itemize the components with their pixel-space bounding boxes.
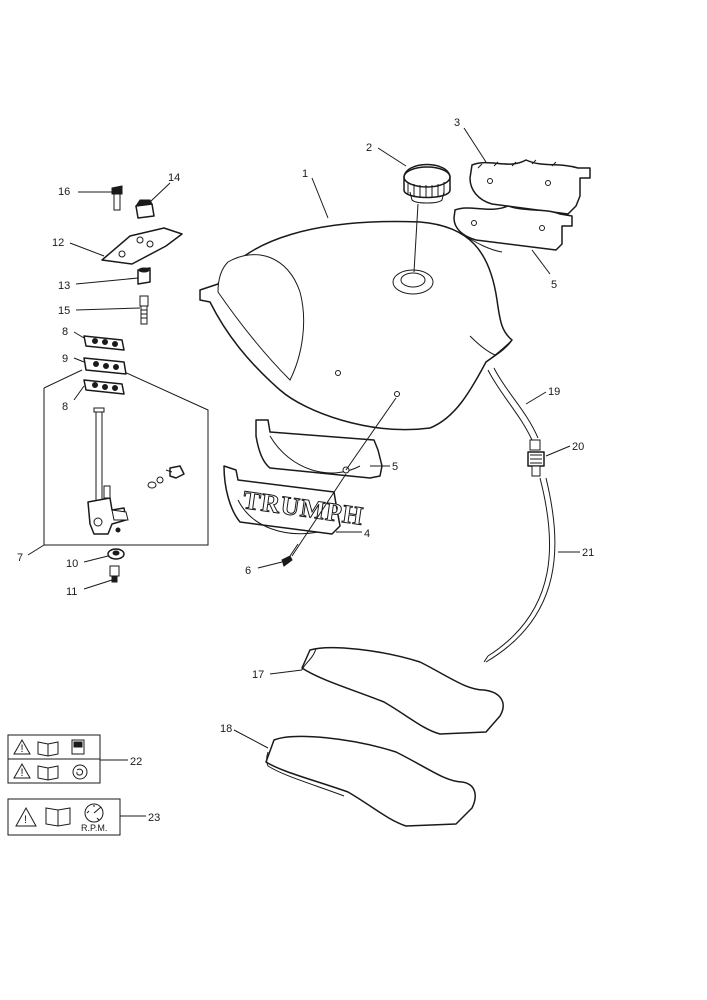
callout-11: 11: [66, 586, 77, 598]
callout-23: 23: [148, 812, 160, 824]
mounting-bracket: [101, 227, 183, 265]
tank-panel-lower: [453, 205, 573, 253]
nut-13: [137, 267, 151, 285]
warning-triangle-icon: [13, 762, 31, 779]
badge-gasket: [255, 419, 383, 479]
callout-2: 2: [366, 142, 372, 154]
callout-22: 22: [130, 756, 142, 768]
fuel-hose-upper: [487, 367, 539, 441]
callout-21: 21: [582, 547, 594, 559]
callout-9: 9: [62, 353, 68, 365]
callout-3: 3: [454, 117, 460, 129]
callout-19: 19: [548, 386, 560, 398]
gasket-8-lower: [83, 379, 125, 395]
callout-20: 20: [572, 441, 584, 453]
callout-1: 1: [302, 168, 308, 180]
filler-cap: [403, 163, 451, 204]
callout-14: 14: [168, 172, 180, 184]
fuel-tank: [199, 220, 513, 431]
bolt-16: [111, 185, 123, 211]
svg-text:!: !: [24, 814, 27, 826]
gasket-9: [83, 357, 127, 375]
fuel-hose-lower: [483, 477, 556, 663]
knee-pad-17: [301, 646, 504, 735]
callout-15: 15: [58, 305, 70, 317]
inline-fuel-filter: [527, 439, 545, 477]
svg-text:!: !: [21, 767, 24, 779]
callout-10: 10: [66, 558, 78, 570]
callout-5-upper: 5: [551, 279, 557, 291]
tank-panel-upper: [469, 159, 591, 215]
warning-triangle-icon: [15, 806, 37, 827]
callout-12: 12: [52, 237, 64, 249]
callout-7: 7: [17, 552, 23, 564]
drain-bolt: [109, 565, 120, 583]
badge-screw: [281, 543, 299, 567]
warning-label-22: ! !: [7, 734, 101, 784]
bolt-15: [139, 295, 149, 325]
warning-triangle-icon: [13, 738, 31, 755]
sealing-washer: [107, 548, 125, 560]
callout-6: 6: [245, 565, 251, 577]
callout-numbers: 1 2 3 5 5 4 6 7 8 9 8 10 11 12 13 14 15 …: [17, 117, 594, 824]
knee-pad-18: [265, 735, 476, 827]
warning-label-23: ! R.P.M.: [7, 798, 121, 836]
spacer-14: [134, 199, 155, 219]
callout-13: 13: [58, 280, 70, 292]
fuel-tap-assembly: [43, 369, 209, 546]
callout-18: 18: [220, 723, 232, 735]
callout-16: 16: [58, 186, 70, 198]
rpm-text: R.P.M.: [81, 823, 107, 833]
callout-17: 17: [252, 669, 264, 681]
callout-4: 4: [364, 528, 370, 540]
callout-8-lower: 8: [62, 401, 68, 413]
leader-lines: [27, 127, 580, 817]
fuel-cap-icon: [72, 764, 88, 780]
triumph-badge: TRUMPH: [223, 465, 366, 535]
svg-text:!: !: [21, 743, 24, 755]
gasket-8-upper: [83, 335, 125, 351]
callout-8-upper: 8: [62, 326, 68, 338]
callout-5-lower: 5: [392, 461, 398, 473]
